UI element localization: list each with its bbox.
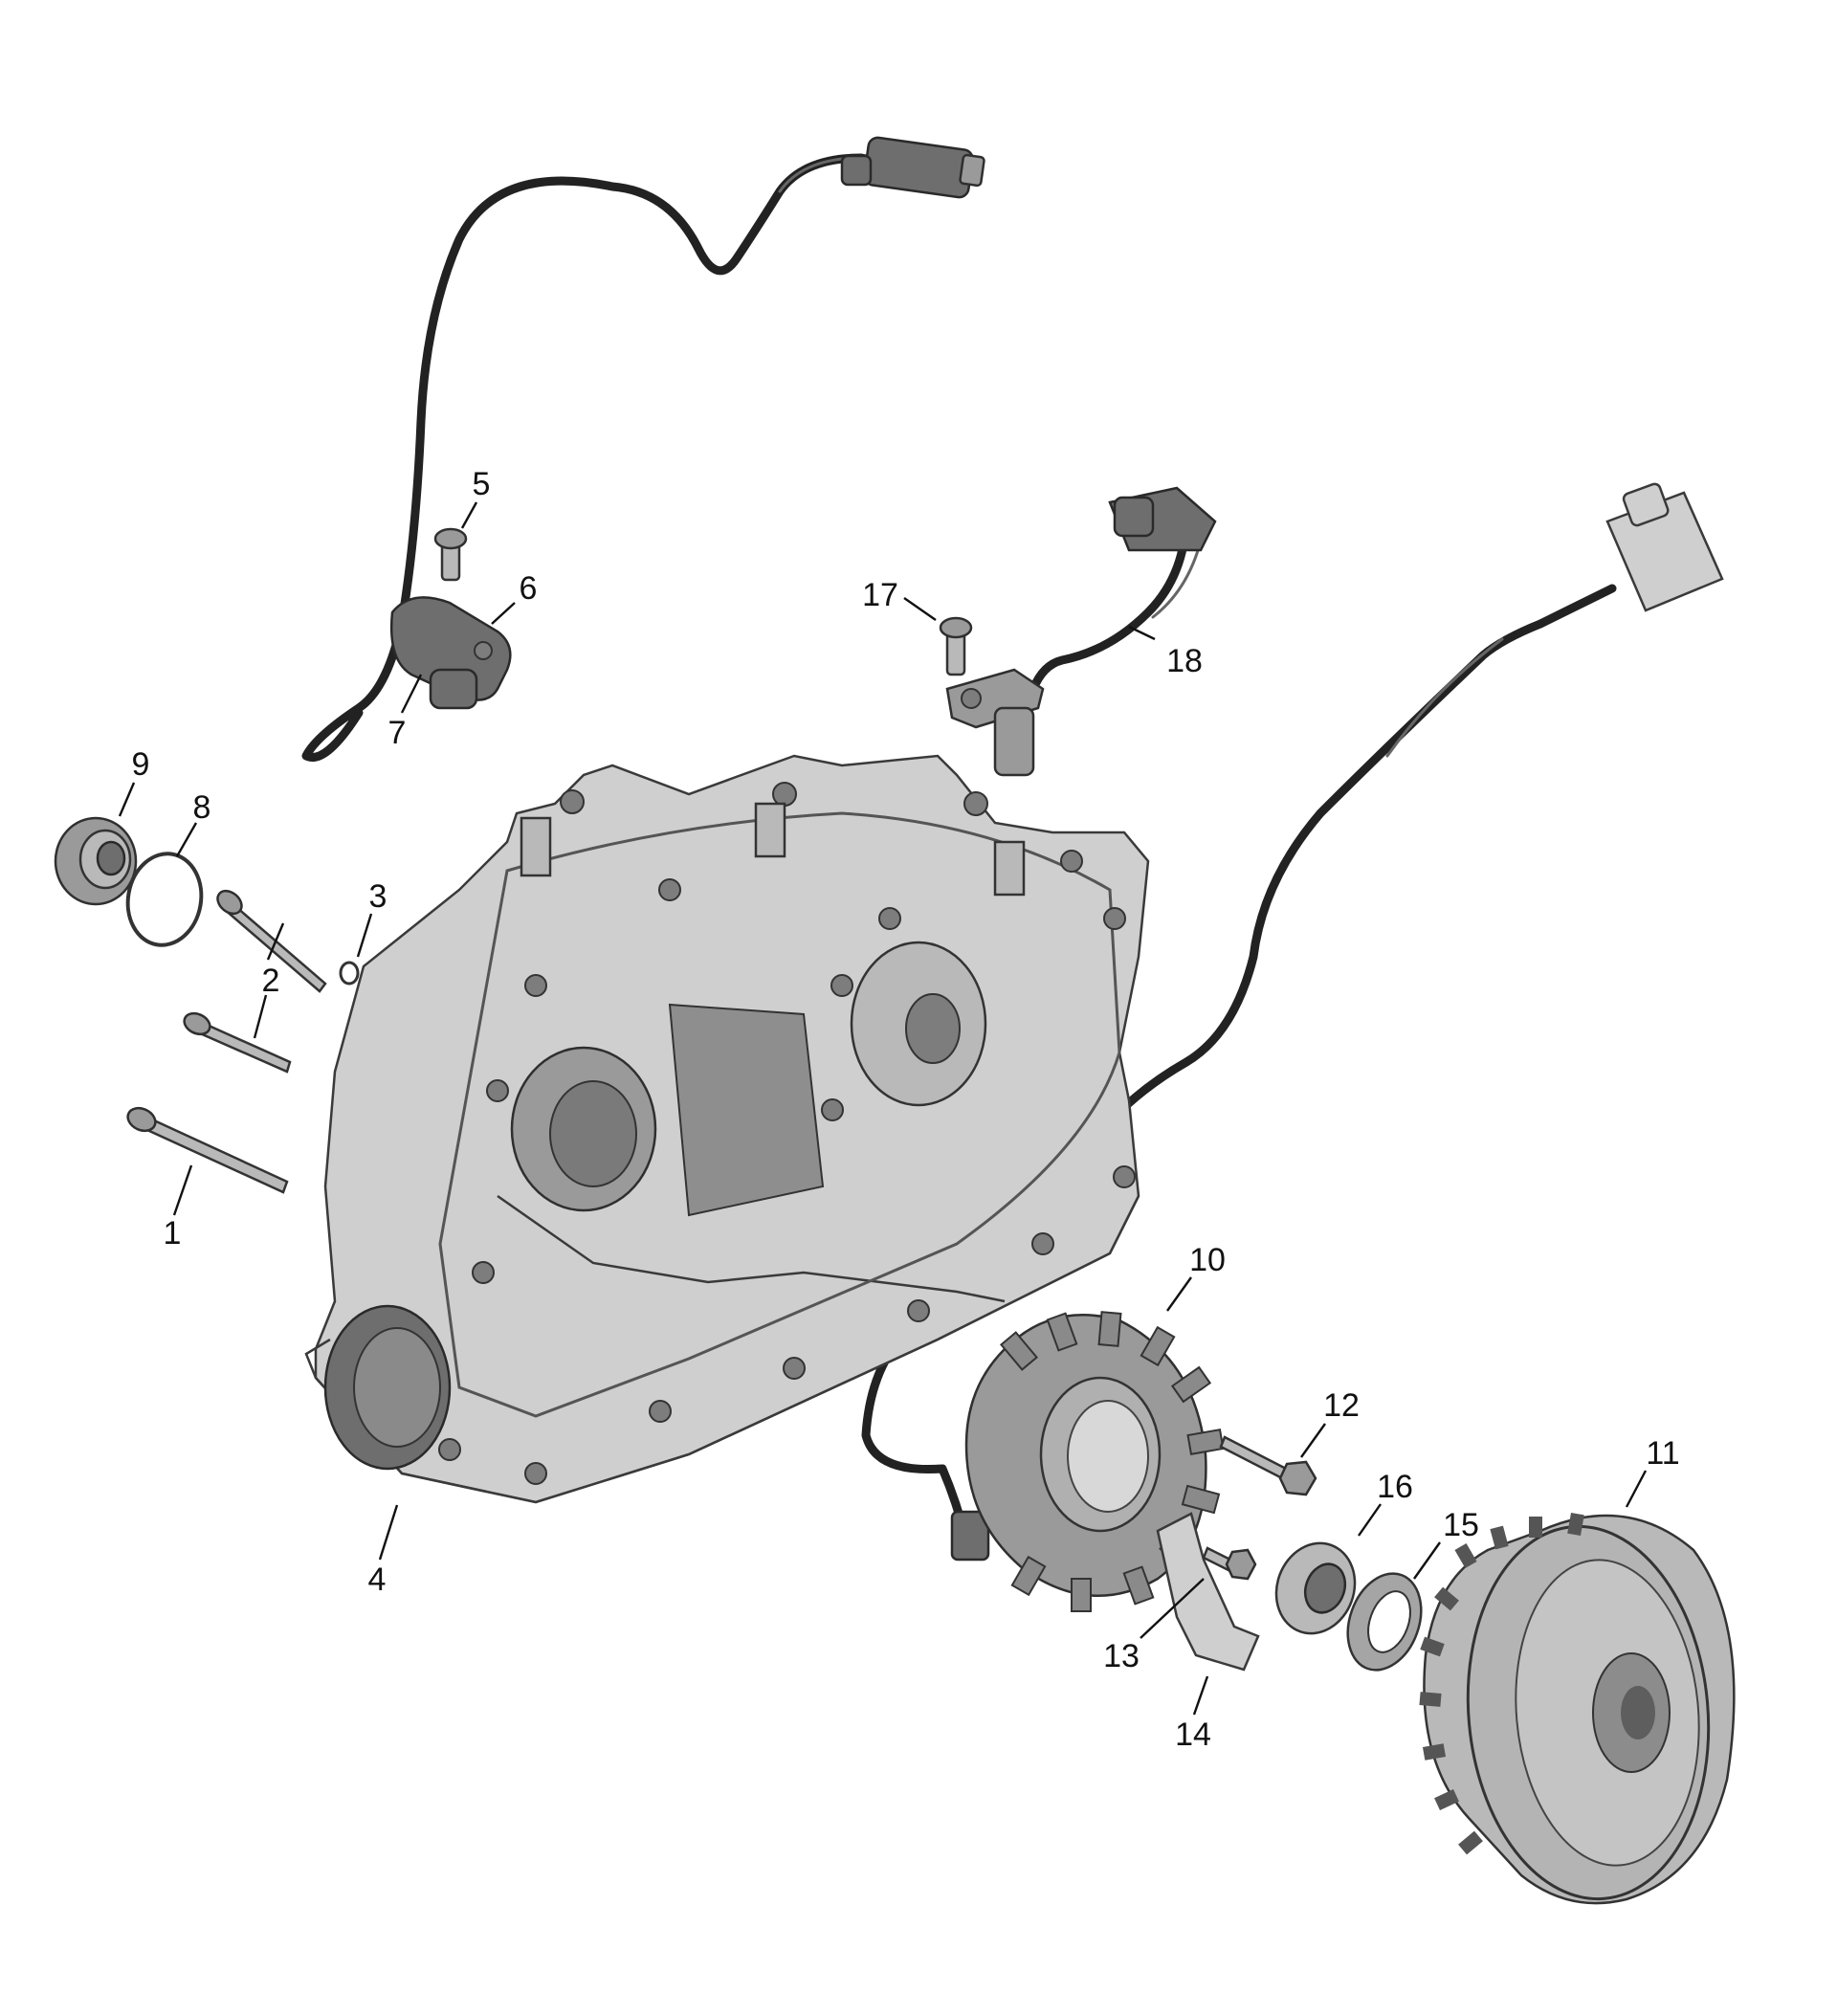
leader-4 <box>378 1504 399 1561</box>
leader-18 <box>1128 625 1156 641</box>
callout-2: 2 <box>262 963 280 999</box>
bolt-part-5 <box>433 527 468 582</box>
leader-1 <box>172 1164 193 1216</box>
leader-17 <box>903 597 937 621</box>
washer-part-15 <box>1346 1572 1423 1672</box>
callout-10: 10 <box>1189 1242 1226 1278</box>
bracket-part-14 <box>1156 1512 1260 1672</box>
o-ring-part-3 <box>339 961 360 986</box>
bolt-part-1 <box>126 1106 289 1194</box>
callout-14: 14 <box>1175 1717 1211 1753</box>
leader-lines <box>118 501 1648 1716</box>
bolt-part-12 <box>1219 1435 1317 1496</box>
leader-5 <box>460 501 478 529</box>
camshaft-sensor-part-6 <box>390 596 512 710</box>
callout-16: 16 <box>1377 1469 1413 1505</box>
callout-17: 17 <box>862 577 898 613</box>
bolt-part-17 <box>939 616 973 676</box>
stator-part-10 <box>964 1311 1225 1612</box>
leader-12 <box>1300 1423 1326 1458</box>
callout-13: 13 <box>1103 1638 1140 1674</box>
top-harness-connector <box>840 136 985 199</box>
callout-15: 15 <box>1443 1507 1479 1543</box>
callout-5: 5 <box>473 466 491 502</box>
leader-2a <box>266 922 285 961</box>
magneto-housing-part-4 <box>304 754 1150 1504</box>
callout-12: 12 <box>1323 1387 1360 1424</box>
callout-18: 18 <box>1166 643 1203 679</box>
leader-13 <box>1140 1578 1205 1639</box>
callout-9: 9 <box>132 746 150 783</box>
leader-11 <box>1625 1470 1648 1508</box>
stator-connector <box>1605 482 1724 612</box>
leader-14 <box>1192 1675 1209 1716</box>
leader-3 <box>356 913 373 958</box>
speed-sensor-body <box>945 668 1045 777</box>
callout-numbers: 1 2 3 4 5 6 7 8 9 10 11 12 13 14 15 16 1… <box>132 466 1680 1753</box>
leader-7 <box>400 674 423 714</box>
callout-4: 4 <box>368 1562 387 1598</box>
bolt-part-2-lower <box>183 1011 292 1074</box>
leader-6 <box>491 602 516 625</box>
callout-6: 6 <box>520 570 538 607</box>
o-ring-part-8 <box>125 852 204 947</box>
leader-8 <box>175 822 198 857</box>
leader-2b <box>253 994 268 1039</box>
callout-8: 8 <box>193 789 211 826</box>
leader-10 <box>1166 1276 1192 1312</box>
flywheel-rotor-part-11 <box>1419 1512 1736 1905</box>
stator-wire-grommet <box>950 1510 990 1562</box>
sensor-harness-top <box>301 136 985 762</box>
nut-part-16 <box>1274 1541 1357 1635</box>
callout-3: 3 <box>369 878 387 915</box>
speed-sensor-harness-part-18 <box>945 486 1217 777</box>
callout-11: 11 <box>1646 1435 1679 1472</box>
bolt-part-13 <box>1202 1546 1257 1581</box>
leader-15 <box>1413 1541 1441 1580</box>
leader-9 <box>118 782 136 817</box>
leader-16 <box>1358 1503 1382 1537</box>
callout-1: 1 <box>164 1215 182 1252</box>
seal-part-9 <box>54 816 138 906</box>
callout-7: 7 <box>388 715 407 751</box>
